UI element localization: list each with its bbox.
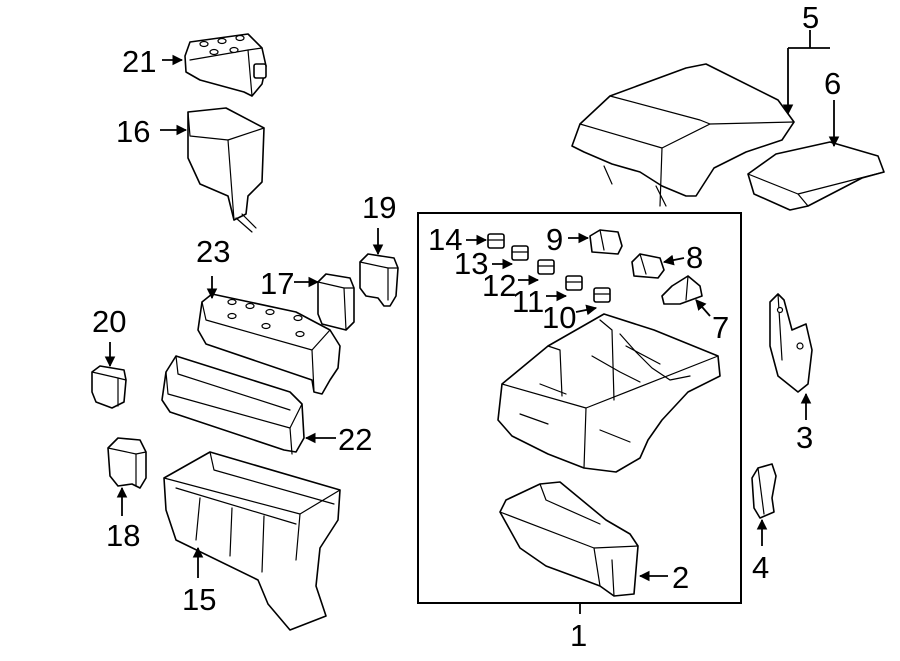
callout-5: 5 xyxy=(802,0,819,35)
part-22-fuse-box-lid xyxy=(161,355,305,455)
part-23-relay-box-cover xyxy=(197,293,341,395)
callout-13: 13 xyxy=(454,246,488,281)
part-20-relay xyxy=(91,365,127,409)
callout-6: 6 xyxy=(824,66,841,101)
callout-11: 11 xyxy=(512,284,544,319)
leader-lines xyxy=(104,30,840,614)
part-3-bracket xyxy=(769,293,813,393)
callout-12: 12 xyxy=(482,268,516,303)
callout-9: 9 xyxy=(546,222,563,257)
part-15-fuse-box-body xyxy=(163,451,341,631)
callout-19: 19 xyxy=(362,190,396,225)
part-19-relay xyxy=(359,253,399,307)
part-9-relay-block xyxy=(589,229,623,255)
callout-3: 3 xyxy=(796,420,813,455)
part-16-wire-boot xyxy=(187,107,265,233)
part-7-relay-block xyxy=(661,275,703,305)
part-17-relay xyxy=(317,273,355,331)
part-2-lower-tray xyxy=(499,481,639,597)
assembly-frame xyxy=(417,212,742,604)
callout-23: 23 xyxy=(196,234,230,269)
callout-2: 2 xyxy=(672,560,689,595)
part-10-fuse xyxy=(593,287,611,303)
part-14-fuse xyxy=(487,233,505,249)
callout-18: 18 xyxy=(106,518,140,553)
callout-17: 17 xyxy=(260,266,294,301)
part-13-fuse xyxy=(511,245,529,261)
callout-14: 14 xyxy=(428,222,462,257)
callout-16: 16 xyxy=(116,114,150,149)
part-12-fuse xyxy=(537,259,555,275)
callout-8: 8 xyxy=(686,240,703,275)
callout-22: 22 xyxy=(338,422,372,457)
callout-7: 7 xyxy=(712,310,729,345)
part-1-fuse-housing xyxy=(497,313,721,473)
callout-15: 15 xyxy=(182,582,216,617)
part-21-relay-cap xyxy=(184,33,267,97)
part-4-clip xyxy=(751,463,777,519)
callout-1: 1 xyxy=(570,618,587,653)
callout-4: 4 xyxy=(752,550,769,585)
callout-21: 21 xyxy=(122,44,156,79)
part-5-main-cover xyxy=(571,63,795,207)
callout-20: 20 xyxy=(92,304,126,339)
callout-10: 10 xyxy=(542,300,576,335)
part-8-relay-block xyxy=(631,253,665,279)
part-6-small-lid xyxy=(747,141,885,211)
part-11-fuse xyxy=(565,275,583,291)
part-18-relay xyxy=(107,437,147,489)
